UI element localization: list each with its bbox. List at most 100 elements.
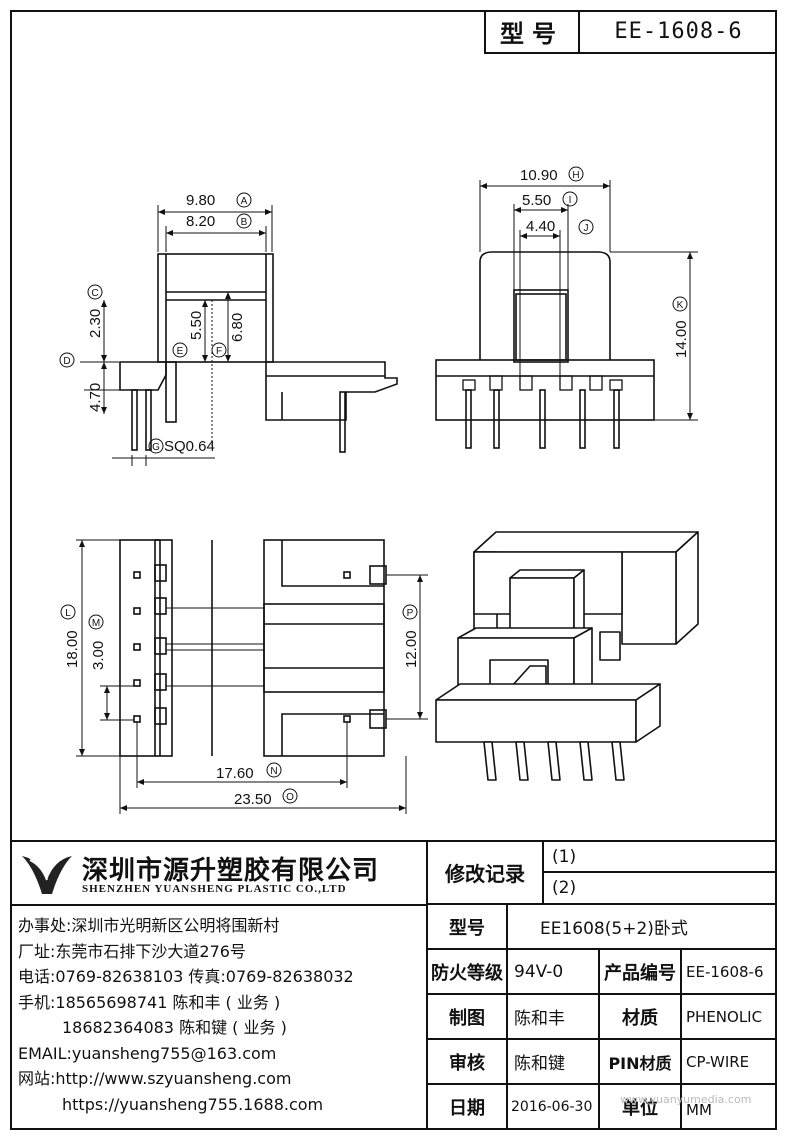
side-view-tag-letters: H I J K [569, 170, 684, 311]
product-no-value: EE-1608-6 [686, 962, 764, 981]
table-divider [426, 993, 777, 995]
tag-l: L [65, 608, 71, 619]
dim-a-value: 9.80 [186, 192, 215, 209]
dim-l-value: 18.00 [64, 630, 81, 668]
dim-o-value: 23.50 [234, 791, 272, 808]
front-view [119, 253, 398, 453]
side-view-labels: 10.90 5.50 4.40 14.00 [520, 167, 690, 358]
tag-b: B [241, 217, 248, 228]
company-header: 深圳市源升塑胶有限公司 SHENZHEN YUANSHENG PLASTIC C… [10, 842, 426, 906]
top-view-dimensions [76, 539, 428, 814]
office-address: 办事处:深圳市光明新区公明将围新村 [18, 916, 280, 935]
mobile-1: 手机:18565698741 陈和丰 ( 业务 ) [18, 992, 281, 1012]
side-view-dimensions [479, 180, 698, 421]
dim-j-value: 4.40 [526, 218, 555, 235]
tag-n: N [270, 766, 277, 777]
tag-i: I [569, 195, 572, 206]
tag-e: E [177, 346, 184, 357]
top-view-labels: 18.00 3.00 17.60 23.50 12.00 [64, 630, 420, 808]
checked-by-value: 陈和键 [514, 1054, 565, 1074]
tag-f: F [216, 346, 222, 357]
side-view [435, 251, 655, 449]
unit-value: MM [686, 1101, 712, 1119]
dim-c-value: 2.30 [87, 309, 104, 338]
spec-model-label: 型号 [449, 917, 485, 939]
material-value: PHENOLIC [686, 1007, 763, 1026]
side-view-tags [562, 166, 688, 312]
dim-f-value: 6.80 [229, 313, 246, 342]
website-1: 网站:http://www.szyuansheng.com [18, 1069, 292, 1088]
unit-label: 单位 [622, 1097, 658, 1119]
dim-h-value: 10.90 [520, 167, 558, 184]
front-view-tags [59, 192, 252, 454]
contact-info: 办事处:深圳市光明新区公明将围新村 厂址:东莞市石排下沙大道276号 电话:07… [18, 913, 428, 1117]
material-label: 材质 [622, 1007, 658, 1029]
top-view [119, 539, 387, 757]
tag-d: D [63, 356, 70, 367]
top-view-tags [60, 604, 418, 804]
table-divider [680, 948, 682, 1130]
tag-h: H [572, 170, 579, 181]
drawn-by-label: 制图 [449, 1007, 485, 1029]
drawing-frame [10, 10, 777, 1130]
dim-g-value: SQ0.64 [164, 438, 215, 455]
table-divider [426, 948, 777, 950]
company-logo-icon [20, 850, 74, 898]
tag-p: P [407, 608, 414, 619]
front-view-tag-letters: A B C D E F G [63, 196, 247, 453]
table-divider [426, 1083, 777, 1085]
tag-c: C [91, 288, 98, 299]
fire-rating-label: 防火等级 [431, 962, 503, 984]
checked-by-label: 审核 [449, 1052, 485, 1074]
company-name-cn: 深圳市源升塑胶有限公司 [82, 856, 380, 886]
pin-material-value: CP-WIRE [686, 1052, 750, 1071]
dim-e-value: 5.50 [188, 311, 205, 340]
watermark: www.yuanyumedia.com [620, 1093, 752, 1106]
revision-1: (1) [552, 846, 577, 867]
dim-b-value: 8.20 [186, 213, 215, 230]
revision-label: 修改记录 [445, 862, 525, 886]
tag-m: M [92, 618, 100, 629]
title-block [10, 840, 777, 1130]
phone-fax: 电话:0769-82638103 传真:0769-82638032 [18, 967, 354, 986]
table-divider [544, 871, 777, 873]
revision-2: (2) [552, 878, 577, 898]
table-divider [426, 840, 428, 1130]
fire-rating-value: 94V-0 [514, 961, 564, 982]
dim-n-value: 17.60 [216, 765, 254, 782]
mobile-2: 18682364083 陈和键 ( 业务 ) [62, 1018, 287, 1037]
pin-material-label: PIN材质 [608, 1053, 672, 1073]
tag-k: K [677, 300, 684, 311]
date-value: 2016-06-30 [511, 1098, 593, 1115]
date-label: 日期 [449, 1097, 485, 1119]
product-no-label: 产品编号 [604, 962, 676, 984]
table-divider [506, 903, 508, 1130]
dim-m-value: 3.00 [90, 641, 107, 670]
tag-a: A [241, 196, 248, 207]
tag-o: O [286, 792, 294, 803]
dim-d-value: 4.70 [87, 383, 104, 412]
dim-p-value: 12.00 [403, 630, 420, 668]
factory-address: 厂址:东莞市石排下沙大道276号 [18, 941, 246, 961]
isometric-view [435, 531, 699, 781]
drawn-by-value: 陈和丰 [514, 1009, 565, 1029]
email: EMAIL:yuansheng755@163.com [18, 1043, 277, 1063]
table-divider [542, 840, 544, 904]
table-divider [426, 903, 777, 905]
table-divider [598, 948, 600, 1130]
front-view-dimensions [80, 205, 273, 466]
dim-i-value: 5.50 [522, 192, 551, 209]
front-view-labels: 9.80 8.20 2.30 4.70 5.50 6.80 SQ0.64 [87, 192, 246, 455]
company-name-en: SHENZHEN YUANSHENG PLASTIC CO.,LTD [82, 883, 347, 895]
website-2: https://yuansheng755.1688.com [62, 1094, 324, 1114]
top-view-tag-letters: L M N O P [65, 608, 413, 803]
table-divider [426, 1038, 777, 1040]
model-header-value: EE-1608-6 [614, 18, 743, 44]
spec-model-value: EE1608(5+2)卧式 [540, 919, 688, 939]
technical-drawing: 9.80 8.20 2.30 4.70 5.50 6.80 SQ0.64 A B… [59, 166, 699, 814]
model-header-label: 型号 [486, 10, 580, 52]
dim-k-value: 14.00 [673, 320, 690, 358]
tag-g: G [152, 442, 160, 453]
tag-j: J [584, 223, 589, 234]
model-header: 型号 EE-1608-6 [484, 10, 777, 54]
